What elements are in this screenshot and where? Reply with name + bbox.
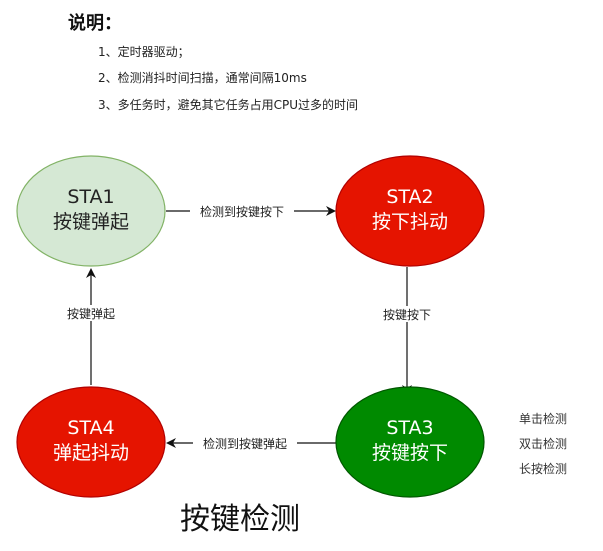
edge-label: 检测到按键按下 bbox=[200, 204, 284, 219]
edge-label: 检测到按键弹起 bbox=[203, 436, 287, 451]
edge-label: 按键弹起 bbox=[67, 307, 115, 321]
state-name: 按下抖动 bbox=[372, 211, 448, 233]
edge-sta4-sta1: 按键弹起 bbox=[62, 268, 120, 385]
state-id: STA2 bbox=[386, 186, 433, 208]
function-long-press: 长按检测 bbox=[519, 462, 568, 476]
state-id: STA1 bbox=[67, 186, 114, 208]
state-name: 弹起抖动 bbox=[53, 442, 129, 464]
state-name: 按键按下 bbox=[372, 442, 448, 464]
state-id: STA3 bbox=[386, 417, 433, 439]
state-name: 按键弹起 bbox=[53, 211, 129, 233]
diagram-caption: 按键检测 bbox=[180, 502, 300, 537]
note-item-2: 2、检测消抖时间扫描，通常间隔10ms bbox=[98, 71, 307, 85]
state-sta4: STA4 弹起抖动 bbox=[16, 386, 166, 498]
function-single-click: 单击检测 bbox=[519, 412, 568, 426]
note-item-3: 3、多任务时，避免其它任务占用CPU过多的时间 bbox=[98, 98, 359, 112]
note-item-1: 1、定时器驱动； bbox=[98, 45, 190, 59]
edge-label: 按键按下 bbox=[383, 308, 431, 322]
notes-title: 说明： bbox=[68, 13, 122, 34]
function-double-click: 双击检测 bbox=[519, 437, 568, 451]
state-sta2: STA2 按下抖动 bbox=[335, 155, 485, 267]
edge-sta2-sta3: 按键按下 bbox=[378, 267, 436, 395]
edge-sta1-sta2: 检测到按键按下 bbox=[166, 203, 336, 219]
state-sta3: STA3 按键按下 bbox=[335, 386, 485, 498]
edge-sta3-sta4: 检测到按键弹起 bbox=[166, 435, 336, 451]
state-id: STA4 bbox=[67, 417, 114, 439]
state-sta1: STA1 按键弹起 bbox=[16, 155, 166, 267]
